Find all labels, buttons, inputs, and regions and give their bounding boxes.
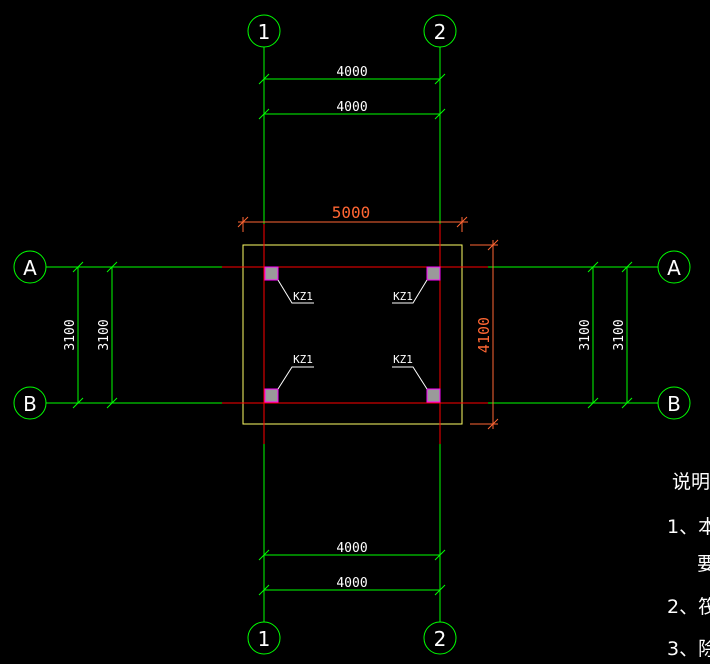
dimension-lines	[72, 73, 633, 596]
notes-line-3: 3、除	[667, 638, 710, 660]
dim-tick	[621, 261, 633, 273]
column-bottom-right	[426, 388, 441, 403]
dimension-texts: 4000 4000 4000 4000 3100 3100 3100 3100	[63, 65, 627, 591]
leader-bottom-left	[277, 366, 314, 390]
axis-label-2-bottom: 2	[434, 627, 447, 651]
slab-height-text: 4100	[475, 317, 493, 353]
dim-tick	[258, 73, 270, 85]
dim-text-left-inner: 3100	[97, 319, 112, 350]
axis-bubble-2-top	[423, 14, 457, 48]
axis-label-A-left: A	[23, 256, 37, 280]
dim-text-left-outer: 3100	[63, 319, 78, 350]
axis-bubble-1-top	[247, 14, 281, 48]
dim-tick	[487, 239, 499, 251]
slab-dimension-texts: 5000 4100	[332, 203, 493, 353]
notes-line-1b: 要	[697, 553, 710, 575]
dim-tick	[487, 418, 499, 430]
axis-bubble-A-right	[657, 250, 691, 284]
dim-text-right-inner: 3100	[578, 319, 593, 350]
axis-label-1-top: 1	[258, 20, 271, 44]
axis-bubble-1-bottom	[247, 621, 281, 655]
axis-bubbles	[13, 14, 691, 655]
leader-bottom-right	[392, 366, 428, 390]
axis-bubble-B-right	[657, 386, 691, 420]
dim-text-bottom-outer: 4000	[336, 576, 367, 591]
dim-tick	[434, 73, 446, 85]
slab-dimensions	[237, 216, 499, 430]
dim-tick	[621, 397, 633, 409]
dim-tick	[237, 216, 249, 228]
axis-label-2-top: 2	[434, 20, 447, 44]
column-labels: KZ1 KZ1 KZ1 KZ1	[293, 290, 413, 366]
dim-tick	[456, 216, 468, 228]
dim-text-bottom-inner: 4000	[336, 541, 367, 556]
notes-line-1: 1、本工	[667, 516, 710, 538]
dim-tick	[72, 261, 84, 273]
notes-line-2: 2、筏	[667, 596, 710, 618]
dim-tick	[434, 584, 446, 596]
dim-tick	[434, 549, 446, 561]
axis-label-B-left: B	[23, 392, 37, 416]
dim-tick	[434, 108, 446, 120]
dim-tick	[587, 397, 599, 409]
slab-width-text: 5000	[332, 203, 371, 222]
dim-tick	[258, 108, 270, 120]
axis-bubble-B-left	[13, 386, 47, 420]
dim-text-top-outer: 4000	[336, 65, 367, 80]
column-label-bottom-right: KZ1	[393, 353, 413, 366]
raft-slab-outline	[242, 244, 463, 425]
dim-tick	[72, 397, 84, 409]
beam-lines	[222, 224, 488, 444]
axis-label-A-right: A	[667, 256, 681, 280]
dim-tick	[106, 397, 118, 409]
notes-heading: 说明:	[672, 471, 710, 493]
column-bottom-left	[264, 388, 279, 403]
dim-text-right-outer: 3100	[612, 319, 627, 350]
axis-label-B-right: B	[667, 392, 681, 416]
axis-bubble-labels: 1 2 1 2 A B A B	[23, 20, 681, 651]
column-label-bottom-left: KZ1	[293, 353, 313, 366]
column-top-right	[426, 266, 441, 281]
leader-top-left	[277, 279, 314, 304]
dim-text-top-inner: 4000	[336, 100, 367, 115]
axis-lines	[46, 47, 658, 622]
dim-tick	[106, 261, 118, 273]
column-top-left	[264, 266, 279, 281]
design-notes: 说明: 1、本工 要 2、筏 3、除	[667, 471, 710, 660]
column-leaders	[277, 279, 428, 390]
axis-bubble-2-bottom	[423, 621, 457, 655]
column-label-top-right: KZ1	[393, 290, 413, 303]
column-label-top-left: KZ1	[293, 290, 313, 303]
dim-tick	[587, 261, 599, 273]
dim-tick	[258, 584, 270, 596]
leader-top-right	[392, 279, 428, 304]
axis-bubble-A-left	[13, 250, 47, 284]
axis-label-1-bottom: 1	[258, 627, 271, 651]
dim-tick	[258, 549, 270, 561]
columns	[264, 266, 441, 403]
